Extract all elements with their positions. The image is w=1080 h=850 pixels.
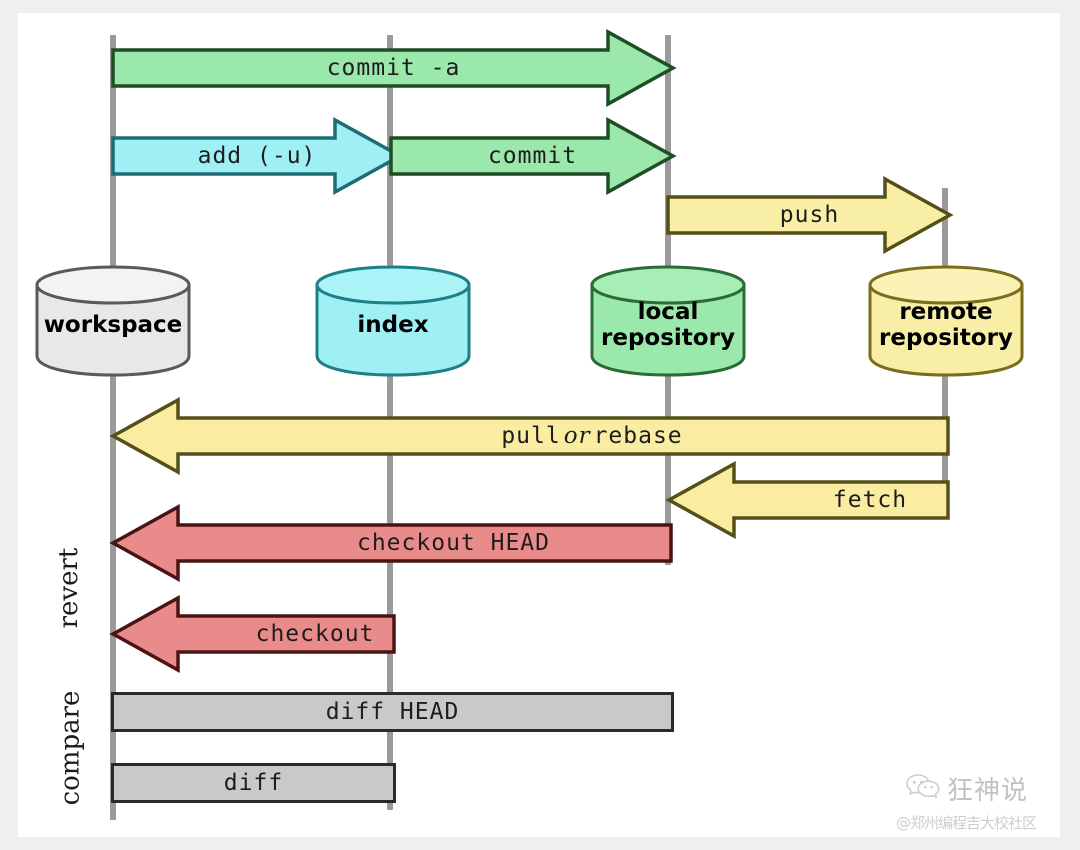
lane-line-workspace: [110, 35, 116, 820]
node-local-repository[interactable]: local repository: [588, 263, 748, 378]
side-label-compare: compare: [55, 690, 86, 806]
arrow-checkout[interactable]: checkout: [109, 595, 396, 673]
arrow-add-u[interactable]: add (-u): [111, 117, 404, 195]
node-workspace[interactable]: workspace: [33, 263, 193, 378]
diagram-canvas: commit -a add (-u) commit: [18, 13, 1060, 837]
bar-label-diff-head: diff HEAD: [325, 699, 460, 725]
bar-label-diff: diff: [223, 770, 284, 796]
bar-diff[interactable]: diff: [111, 763, 396, 803]
arrow-checkout-head[interactable]: checkout HEAD: [109, 504, 673, 582]
arrow-commit-a[interactable]: commit -a: [111, 29, 677, 107]
side-label-revert: revert: [54, 547, 84, 629]
node-remote-repository[interactable]: remote repository: [866, 263, 1026, 378]
bar-diff-head[interactable]: diff HEAD: [111, 692, 674, 732]
arrow-fetch[interactable]: fetch: [665, 461, 950, 539]
arrow-push[interactable]: push: [666, 176, 954, 254]
node-index[interactable]: index: [313, 263, 473, 378]
arrow-commit[interactable]: commit: [389, 117, 677, 195]
